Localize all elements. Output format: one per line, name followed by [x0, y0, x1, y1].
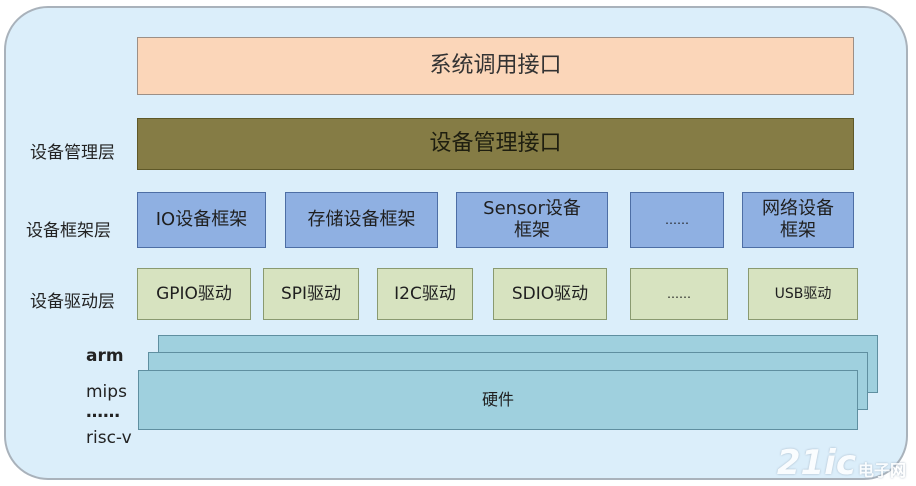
device-mgmt-layer-label: 设备管理层	[30, 143, 115, 163]
framework-ellipsis-label: ……	[665, 212, 689, 227]
sensor-device-framework-label: Sensor设备框架	[483, 198, 581, 241]
device-framework-layer-label: 设备框架层	[26, 221, 111, 241]
watermark-cn: 电子网	[857, 461, 906, 481]
usb-driver-box: USB驱动	[748, 268, 858, 320]
io-device-framework-box: IO设备框架	[137, 192, 266, 248]
sdio-driver-box: SDIO驱动	[493, 268, 607, 320]
sensor-device-framework-box: Sensor设备框架	[456, 192, 608, 248]
storage-device-framework-box: 存储设备框架	[285, 192, 438, 248]
storage-device-framework-label: 存储设备框架	[307, 209, 416, 231]
spi-driver-box: SPI驱动	[263, 268, 359, 320]
device-driver-layer-label: 设备驱动层	[30, 292, 115, 312]
watermark-logo: 21ic 电子网	[777, 446, 906, 480]
network-device-framework-label: 网络设备框架	[762, 198, 834, 241]
gpio-driver-box: GPIO驱动	[137, 268, 251, 320]
network-device-framework-box: 网络设备框架	[742, 192, 854, 248]
arch-arm-label: arm	[86, 346, 124, 366]
arch-ellipsis-label: ……	[86, 402, 120, 422]
driver-ellipsis-label: ……	[667, 286, 691, 301]
driver-ellipsis-box: ……	[630, 268, 728, 320]
watermark-number: 21ic	[776, 443, 856, 483]
syscall-interface-label: 系统调用接口	[429, 52, 562, 78]
usb-driver-label: USB驱动	[774, 285, 832, 302]
gpio-driver-label: GPIO驱动	[156, 283, 232, 304]
hardware-layer-front: 硬件	[138, 370, 858, 430]
i2c-driver-label: I2C驱动	[394, 283, 456, 304]
syscall-interface-box: 系统调用接口	[137, 37, 854, 95]
device-mgmt-interface-label: 设备管理接口	[429, 130, 562, 156]
io-device-framework-label: IO设备框架	[155, 209, 248, 231]
arch-mips-label: mips	[86, 382, 127, 402]
device-mgmt-interface-box: 设备管理接口	[137, 118, 854, 170]
i2c-driver-box: I2C驱动	[377, 268, 473, 320]
sdio-driver-label: SDIO驱动	[511, 283, 589, 304]
arch-riscv-label: risc-v	[86, 428, 132, 448]
watermark-text: 电子网	[858, 462, 906, 480]
hardware-label: 硬件	[481, 390, 514, 410]
spi-driver-label: SPI驱动	[280, 283, 342, 304]
framework-ellipsis-box: ……	[630, 192, 724, 248]
